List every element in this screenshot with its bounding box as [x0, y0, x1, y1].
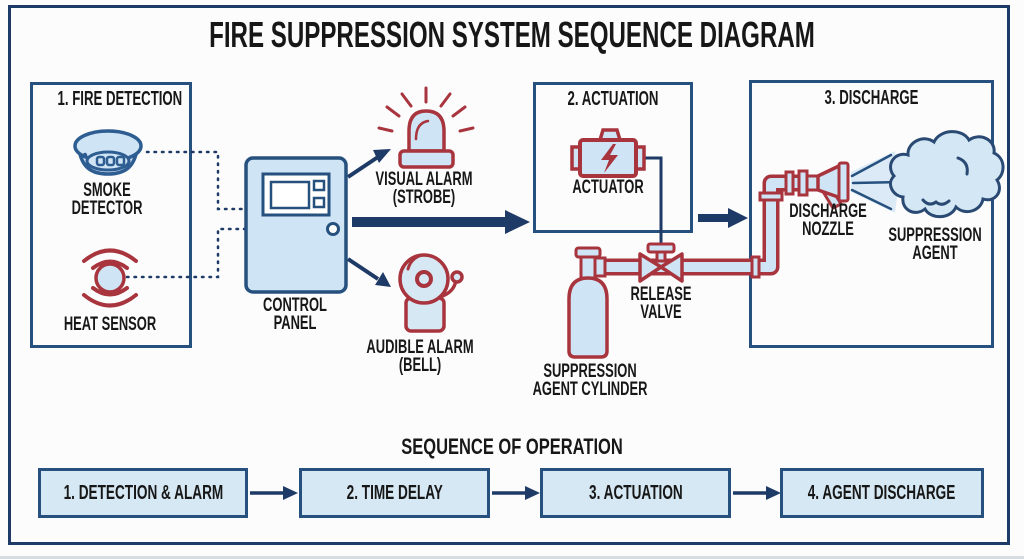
section-label-actuation: 2. ACTUATION	[567, 88, 659, 110]
arrow-panel-to-bell	[346, 257, 391, 287]
label-control-panel: CONTROL PANEL	[263, 295, 327, 335]
sequence-step-2: 2. TIME DELAY	[299, 468, 490, 518]
sequence-step-1: 1. DETECTION & ALARM	[38, 468, 248, 518]
control-panel-icon	[244, 156, 348, 294]
label-heat-sensor: HEAT SENSOR	[63, 314, 157, 335]
sequence-title: SEQUENCE OF OPERATION	[401, 434, 623, 459]
label-release-valve: RELEASE VALVE	[630, 284, 692, 324]
panel-knob	[326, 222, 340, 236]
lightning-bolt-icon	[601, 144, 618, 173]
sequence-step-4-label: 4. AGENT DISCHARGE	[808, 481, 956, 504]
section-label-discharge: 3. DISCHARGE	[824, 87, 919, 109]
bell-icon	[398, 253, 464, 333]
label-suppression-agent-cylinder: SUPPRESSION AGENT CYLINDER	[532, 361, 648, 401]
pipe-flange	[758, 191, 784, 202]
agent-pipe	[602, 170, 802, 279]
label-audible-alarm: AUDIBLE ALARM (BELL)	[366, 337, 474, 377]
sequence-step-2-label: 2. TIME DELAY	[346, 481, 443, 504]
gas-cylinder-icon	[567, 246, 609, 359]
page-title: FIRE SUPPRESSION SYSTEM SEQUENCE DIAGRAM	[209, 14, 815, 55]
actuator-motor-icon	[570, 128, 663, 248]
pipe-flange	[784, 170, 795, 196]
sequence-step-4: 4. AGENT DISCHARGE	[780, 468, 984, 518]
heat-sensor-icon	[82, 248, 138, 308]
valve-icon	[638, 242, 684, 283]
panel-button-2	[312, 196, 326, 209]
sequence-step-1-label: 1. DETECTION & ALARM	[63, 481, 223, 504]
strobe-light-icon	[377, 86, 475, 169]
screenshot-edge-strip	[0, 556, 1024, 559]
sequence-step-3-label: 3. ACTUATION	[588, 481, 683, 504]
panel-button-1	[312, 179, 326, 192]
sequence-step-3: 3. ACTUATION	[540, 468, 731, 518]
discharge-nozzle-icon	[797, 161, 850, 210]
arrow-actuation-to-discharge	[698, 208, 748, 228]
arrow-step1-to-step2	[250, 486, 298, 500]
connector-actuator-to-valve	[644, 156, 663, 248]
label-suppression-agent: SUPPRESSION AGENT	[888, 225, 982, 265]
outer-border	[8, 5, 1010, 545]
label-visual-alarm: VISUAL ALARM (STROBE)	[375, 169, 473, 209]
panel-screen	[269, 180, 311, 210]
arrow-panel-to-strobe	[346, 149, 391, 179]
label-discharge-nozzle: DISCHARGE NOZZLE	[789, 201, 867, 241]
pipe-flange	[750, 255, 761, 279]
wire-smoke-detector-to-panel	[145, 150, 248, 211]
section-box-actuation	[533, 82, 693, 233]
section-box-fire-detection	[30, 82, 192, 348]
arrow-step3-to-step4	[733, 486, 781, 500]
agent-cloud-icon	[889, 130, 1005, 219]
smoke-detector-icon	[73, 129, 143, 176]
wire-heat-sensor-to-panel	[125, 227, 248, 279]
arrow-panel-to-actuation	[352, 210, 530, 234]
label-smoke-detector: SMOKE DETECTOR	[71, 180, 143, 220]
label-actuator: ACTUATOR	[572, 177, 644, 198]
strobe-rays	[377, 86, 475, 133]
section-label-fire-detection: 1. FIRE DETECTION	[57, 88, 183, 110]
arrow-step2-to-step3	[492, 486, 540, 500]
section-box-discharge	[749, 80, 994, 348]
